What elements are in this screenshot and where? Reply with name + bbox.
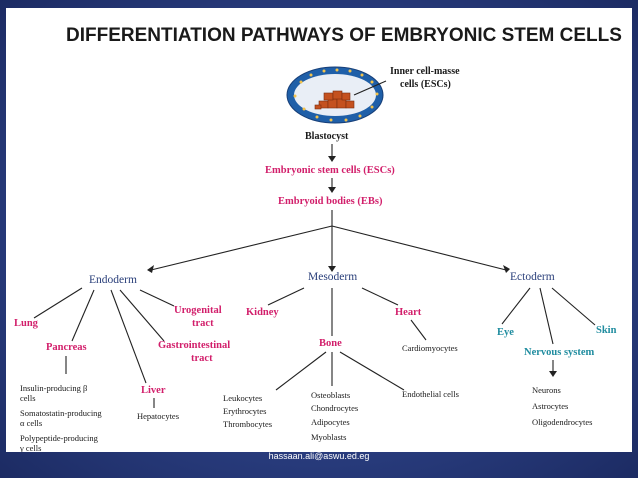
inner-cell-mass-label-2: cells (ESCs) [400, 79, 451, 90]
bone-cell-2: Chondrocytes [311, 403, 358, 413]
slide: DIFFERENTIATION PATHWAYS OF EMBRYONIC ST… [6, 8, 632, 452]
bone-cell-4: Myoblasts [311, 432, 346, 442]
pancreas-cell-3a: Polypeptide-producing [20, 433, 99, 443]
eye-label: Eye [497, 327, 514, 338]
pancreas-cell-2a: Somatostatin-producing [20, 408, 102, 418]
blastocyst-illustration [286, 66, 387, 124]
urogenital-label-1: Urogenital [174, 305, 222, 316]
mesoderm-label: Mesoderm [308, 271, 357, 283]
urogenital-label-2: tract [192, 318, 214, 329]
ebs-label: Embryoid bodies (EBs) [278, 196, 383, 207]
blood-cell-2: Erythrocytes [223, 406, 266, 416]
heart-label: Heart [395, 307, 422, 318]
lung-label: Lung [14, 318, 39, 329]
hepatocytes-label: Hepatocytes [137, 411, 179, 421]
neural-cell-1: Neurons [532, 385, 561, 395]
endothelial-label: Endothelial cells [402, 389, 459, 399]
pancreas-cell-3b: γ cells [19, 443, 41, 452]
blastocyst-label: Blastocyst [305, 131, 349, 142]
inner-cell-mass-label-1: Inner cell-masse [390, 66, 460, 77]
pancreas-label: Pancreas [46, 342, 87, 353]
cardiomyocytes-label: Cardiomyocytes [402, 343, 458, 353]
kidney-label: Kidney [246, 307, 279, 318]
blood-cell-3: Thrombocytes [223, 419, 272, 429]
pancreas-cell-1a: Insulin-producing β [20, 383, 87, 393]
diagram-title: DIFFERENTIATION PATHWAYS OF EMBRYONIC ST… [66, 25, 622, 46]
neural-cell-3: Oligodendrocytes [532, 417, 592, 427]
pathway-diagram: DIFFERENTIATION PATHWAYS OF EMBRYONIC ST… [14, 25, 622, 452]
bone-cell-1: Osteoblasts [311, 390, 350, 400]
pancreas-cell-1b: cells [20, 393, 36, 403]
escs-label: Embryonic stem cells (ESCs) [265, 165, 395, 176]
liver-label: Liver [141, 385, 166, 396]
gastrointestinal-label-1: Gastrointestinal [158, 340, 230, 351]
pancreas-cell-2b: α cells [20, 418, 42, 428]
skin-label: Skin [596, 325, 617, 336]
nervous-system-label: Nervous system [524, 347, 595, 358]
neural-cell-2: Astrocytes [532, 401, 568, 411]
endoderm-label: Endoderm [89, 274, 137, 286]
bone-label: Bone [319, 338, 342, 349]
bone-cell-3: Adipocytes [311, 417, 350, 427]
footer-email: hassaan.ali@aswu.ed.eg [268, 451, 370, 461]
gastrointestinal-label-2: tract [191, 353, 213, 364]
blood-cell-1: Leukocytes [223, 393, 262, 403]
ectoderm-label: Ectoderm [510, 271, 555, 283]
